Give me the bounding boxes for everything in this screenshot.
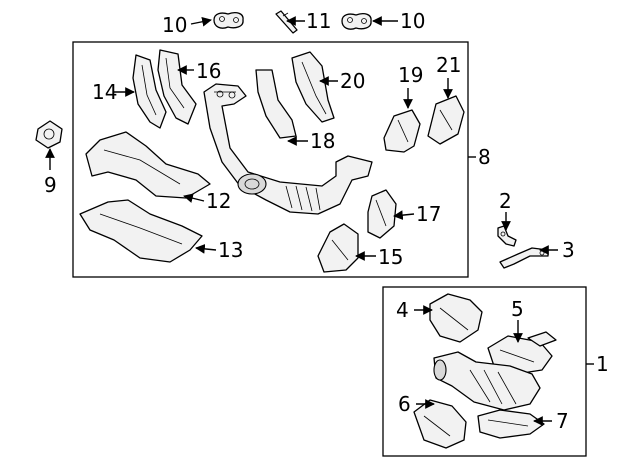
exhaust-manifold-y-pipe[interactable] — [203, 83, 373, 215]
callout-17: 17 — [416, 202, 441, 226]
callout-14: 14 — [92, 80, 117, 104]
heat-shield-6[interactable] — [413, 399, 467, 449]
callout-16: 16 — [196, 59, 221, 83]
heat-shield-12[interactable] — [85, 131, 211, 199]
heat-shield-18[interactable] — [255, 69, 297, 139]
oxygen-sensor-11[interactable] — [275, 10, 298, 34]
gasket-10-left[interactable] — [213, 12, 244, 29]
callout-1: 1 — [596, 352, 609, 376]
heat-shield-19[interactable] — [383, 109, 421, 153]
gasket-10-right[interactable] — [341, 13, 372, 30]
callout-10-right: 10 — [400, 9, 425, 33]
callout-7: 7 — [556, 409, 569, 433]
callout-19: 19 — [398, 63, 423, 87]
heat-shield-5[interactable] — [487, 331, 557, 375]
leader-12 — [183, 193, 205, 203]
heat-shield-14[interactable] — [132, 54, 167, 129]
callout-3: 3 — [562, 238, 575, 262]
heat-shield-20[interactable] — [291, 51, 335, 123]
group-box-1 — [382, 286, 587, 457]
callout-11: 11 — [306, 9, 331, 33]
catalytic-converter[interactable] — [433, 351, 541, 411]
bracket-2[interactable] — [497, 225, 517, 247]
callout-18: 18 — [310, 129, 335, 153]
callout-21: 21 — [436, 53, 461, 77]
callout-15: 15 — [378, 245, 403, 269]
leader-13 — [195, 244, 217, 254]
callout-13: 13 — [218, 238, 243, 262]
heat-shield-15[interactable] — [317, 223, 359, 273]
callout-12: 12 — [206, 189, 231, 213]
bracket-3[interactable] — [499, 247, 549, 269]
heat-shield-17[interactable] — [367, 189, 397, 239]
callout-10-left: 10 — [162, 13, 187, 37]
heat-shield-4[interactable] — [429, 293, 483, 343]
leader-17 — [393, 210, 415, 220]
heat-shield-16[interactable] — [157, 49, 197, 125]
gasket-9[interactable] — [35, 120, 63, 149]
group-box-8 — [72, 41, 469, 278]
heat-shield-7[interactable] — [477, 409, 545, 439]
callout-6: 6 — [398, 392, 411, 416]
heat-shield-13[interactable] — [79, 199, 203, 263]
callout-5: 5 — [511, 297, 524, 321]
callout-20: 20 — [340, 69, 365, 93]
heat-shield-21[interactable] — [427, 95, 465, 145]
callout-2: 2 — [499, 189, 512, 213]
callout-8: 8 — [478, 145, 491, 169]
callout-9: 9 — [44, 173, 57, 197]
leader-10a — [190, 16, 212, 27]
callout-4: 4 — [396, 298, 409, 322]
